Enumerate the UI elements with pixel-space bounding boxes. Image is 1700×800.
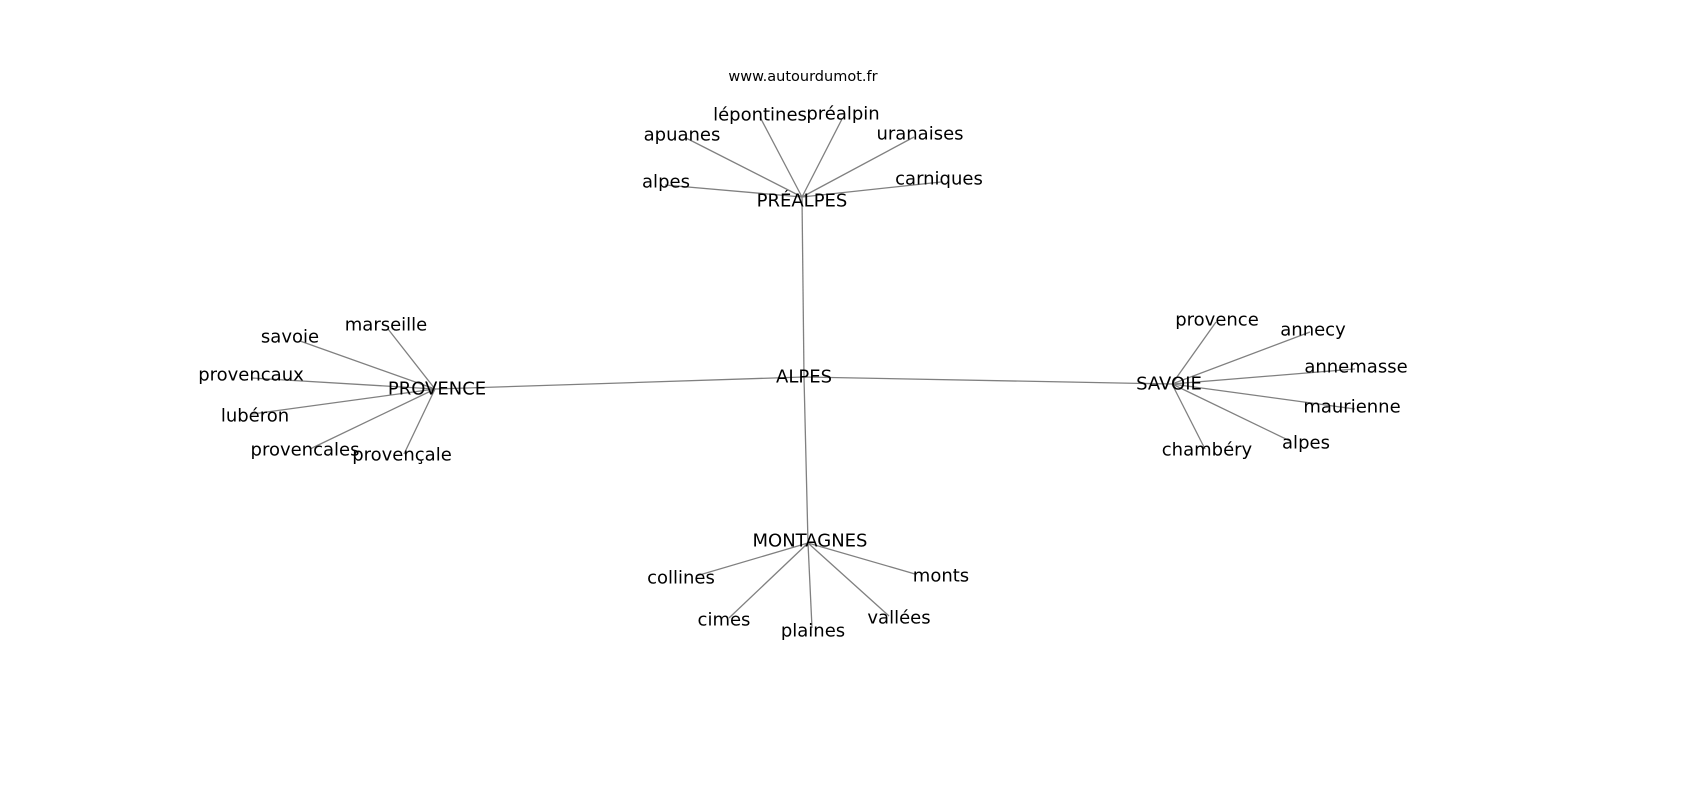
edge-provence-pr_luberon — [251, 388, 436, 415]
node-pr-marseille[interactable]: marseille — [345, 315, 428, 336]
node-s-maurienne[interactable]: maurienne — [1303, 397, 1400, 418]
edge-montagnes-m_vallees — [807, 542, 890, 617]
node-prealpes[interactable]: PRÉALPES — [757, 190, 848, 212]
node-m-collines[interactable]: collines — [647, 568, 715, 589]
node-m-monts[interactable]: monts — [913, 566, 969, 587]
node-provence[interactable]: PROVENCE — [388, 379, 486, 400]
edge-prealpes-p_alpes — [664, 184, 803, 198]
edge-savoie-s_maurienne — [1171, 383, 1356, 410]
edge-montagnes-m_cimes — [728, 542, 809, 619]
edge-alpes_center-provence — [434, 376, 805, 390]
node-pr-provencale[interactable]: provençale — [352, 445, 452, 466]
edge-provence-pr_provencales — [309, 388, 436, 450]
node-p-prealpin[interactable]: préalpin — [806, 104, 879, 125]
edge-savoie-s_annecy — [1171, 331, 1311, 385]
node-pr-provencaux[interactable]: provencaux — [198, 365, 304, 386]
edge-prealpes-p_apuanes — [685, 137, 803, 198]
node-s-annecy[interactable]: annecy — [1280, 320, 1346, 341]
edge-montagnes-m_collines — [695, 542, 809, 577]
node-montagnes[interactable]: MONTAGNES — [753, 531, 868, 552]
node-s-alpes[interactable]: alpes — [1282, 433, 1330, 454]
edge-savoie-s_provence — [1171, 321, 1217, 385]
edge-prealpes-p_uranaises — [801, 136, 915, 198]
site-title: www.autourdumot.fr — [728, 69, 877, 85]
node-labels: ALPES PRÉALPES PROVENCE SAVOIE MONTAGNES alpe… — [198, 104, 1407, 642]
edges — [251, 116, 1356, 629]
edge-provence-pr_marseille — [387, 328, 436, 390]
edge-savoie-s_alpes — [1171, 383, 1291, 442]
edge-alpes_center-montagnes — [803, 376, 809, 544]
node-pr-luberon[interactable]: lubéron — [221, 406, 289, 427]
edge-alpes_center-savoie — [803, 376, 1173, 385]
edge-alpes_center-prealpes — [801, 196, 805, 378]
node-pr-provencales[interactable]: provencales — [251, 440, 360, 461]
node-p-uranaises[interactable]: uranaises — [876, 124, 963, 145]
edge-provence-pr_savoie — [299, 340, 436, 390]
edge-savoie-s_chambery — [1171, 383, 1206, 450]
edge-provence-pr_provencaux — [251, 377, 436, 390]
node-savoie[interactable]: SAVOIE — [1136, 374, 1202, 395]
node-p-alpes[interactable]: alpes — [642, 172, 690, 193]
node-p-carniques[interactable]: carniques — [895, 169, 983, 190]
edge-prealpes-p_prealpin — [801, 118, 843, 198]
node-alpes-center[interactable]: ALPES — [776, 367, 832, 388]
node-pr-savoie[interactable]: savoie — [261, 327, 319, 348]
node-m-cimes[interactable]: cimes — [698, 610, 751, 631]
edge-montagnes-m_monts — [807, 542, 916, 575]
node-m-vallees[interactable]: vallées — [867, 608, 930, 629]
node-p-apuanes[interactable]: apuanes — [644, 125, 721, 146]
node-m-plaines[interactable]: plaines — [781, 621, 845, 642]
edge-prealpes-p_carniques — [801, 181, 942, 198]
node-s-annemasse[interactable]: annemasse — [1304, 357, 1407, 378]
node-p-lepontines[interactable]: lépontines — [713, 105, 807, 126]
edge-savoie-s_annemasse — [1171, 368, 1356, 385]
edge-prealpes-p_lepontines — [759, 116, 803, 198]
node-s-chambery[interactable]: chambéry — [1162, 440, 1253, 461]
node-s-provence[interactable]: provence — [1175, 310, 1259, 331]
edge-provence-pr_provencale — [403, 388, 436, 455]
edge-montagnes-m_plaines — [807, 542, 813, 629]
